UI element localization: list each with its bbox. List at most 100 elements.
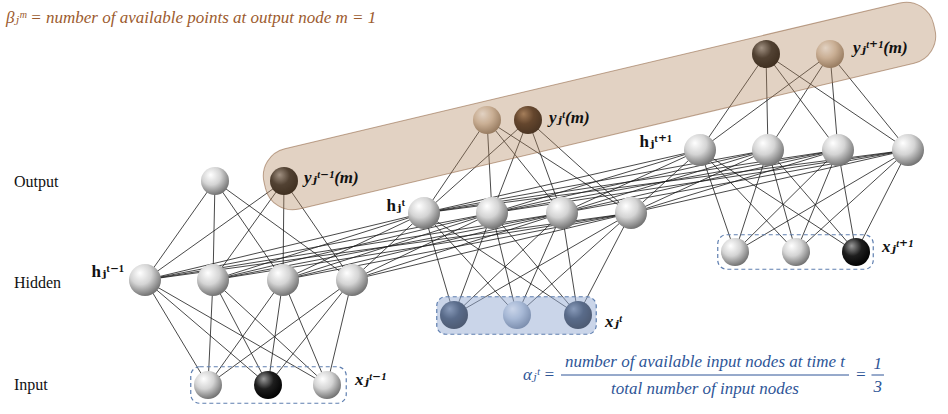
weight-line (145, 280, 268, 385)
weight-line (208, 280, 352, 385)
hidden-state-label: hⱼᵗ (387, 196, 405, 216)
neuron-sphere (892, 134, 924, 166)
layer-name: Hidden (14, 274, 61, 292)
output-label: yⱼᵗ(m) (549, 108, 590, 128)
weight-line (283, 213, 492, 280)
neuron-sphere (822, 134, 854, 166)
dashed-box (718, 235, 874, 270)
weight-line (145, 213, 492, 280)
layer-name: Input (14, 376, 48, 394)
fraction-denominator: total number of input nodes (611, 379, 799, 399)
formula-note: βⱼᵐ = number of available points at outp… (6, 8, 376, 28)
neuron-sphere (194, 371, 222, 399)
input-label: xⱼᵗ (605, 312, 622, 332)
layer-name: Input (14, 376, 48, 394)
weight-line (796, 150, 838, 252)
weight-line (700, 150, 856, 252)
fraction-bar (561, 375, 849, 376)
input-label: xⱼᵗ⁻¹ (355, 370, 386, 390)
weight-line (208, 280, 283, 385)
fraction-numerator: number of available input nodes at time … (565, 352, 845, 372)
output-label: yⱼᵗ⁺¹(m) (853, 38, 908, 58)
weight-line (213, 280, 327, 385)
weight-line (145, 280, 327, 385)
formula-symbol: αⱼᵗ = (523, 365, 555, 385)
hidden-state-label: hⱼᵗ⁺¹ (640, 132, 672, 152)
equals-sign: = (855, 365, 866, 385)
fraction-denominator: total number of input nodes (611, 379, 799, 399)
neuron-sphere (201, 167, 229, 195)
neuron-sphere (197, 264, 229, 296)
weight-line (492, 150, 838, 213)
fraction-denominator: 3 (873, 377, 882, 397)
weight-line (735, 150, 838, 252)
fraction-numerator: 1 (873, 354, 882, 374)
layer-name: Hidden (14, 274, 61, 292)
weight-line (768, 150, 856, 252)
neuron-sphere (615, 197, 647, 229)
fraction-denominator: 3 (873, 377, 882, 397)
neuron-sphere (842, 238, 870, 266)
fraction-bar (871, 375, 884, 376)
dashed-box (191, 367, 347, 404)
output-label: yⱼᵗ⁻¹(m) (304, 168, 359, 188)
formula-symbol: αⱼᵗ = (523, 365, 555, 385)
weight-line (492, 150, 700, 213)
weight-line (145, 280, 208, 385)
formula-note: βⱼᵐ = number of available points at outp… (6, 8, 376, 28)
neuron-sphere (408, 197, 440, 229)
input-label: xⱼᵗ⁻¹ (355, 370, 386, 390)
neuron-sphere (476, 197, 508, 229)
output-label: yⱼᵗ⁺¹(m) (853, 38, 908, 58)
neuron-sphere (267, 264, 299, 296)
weight-line (796, 150, 908, 252)
weight-line (631, 150, 838, 213)
neuron-sphere (721, 238, 749, 266)
neuron-sphere (546, 197, 578, 229)
weight-line (283, 280, 327, 385)
neuron-sphere (129, 264, 161, 296)
input-label: xⱼᵗ (605, 312, 622, 332)
neuron-sphere (254, 371, 282, 399)
band-shape (258, 0, 942, 216)
weight-line (735, 150, 768, 252)
hidden-state-label: hⱼᵗ⁻¹ (92, 262, 124, 282)
fraction-bars (561, 375, 884, 376)
weight-line (856, 150, 908, 252)
hidden-state-label: hⱼᵗ (387, 196, 405, 216)
fraction-numerator: number of available input nodes at time … (565, 352, 845, 372)
weight-line (283, 213, 631, 280)
weight-line (352, 213, 562, 280)
dashed-outline (717, 234, 874, 270)
weight-line (735, 150, 908, 252)
weight-line (700, 150, 735, 252)
weight-line (327, 280, 352, 385)
equals-sign: = (855, 365, 866, 385)
weight-line (562, 150, 908, 213)
neuron-sphere (336, 264, 368, 296)
dashed-outline (436, 296, 597, 335)
input-group: xⱼᵗ⁺¹ (717, 234, 874, 270)
dashed-outline (190, 366, 347, 404)
weight-line (213, 280, 268, 385)
neuron-sphere (684, 134, 716, 166)
layer-name: Output (14, 173, 58, 191)
input-group: xⱼᵗ (436, 296, 597, 335)
neuron-sphere (313, 371, 341, 399)
hidden-state-label: hⱼᵗ⁺¹ (640, 132, 672, 152)
neuron-sphere (752, 134, 784, 166)
layer-name: Output (14, 173, 58, 191)
output-label: yⱼᵗ(m) (549, 108, 590, 128)
neuron-sphere (782, 238, 810, 266)
output-label: yⱼᵗ⁻¹(m) (304, 168, 359, 188)
hidden-state-label: hⱼᵗ⁻¹ (92, 262, 124, 282)
fraction-numerator: 1 (873, 354, 882, 374)
output-band: yⱼᵗ⁻¹(m) yⱼᵗ(m) yⱼᵗ⁺¹(m) (250, 0, 948, 225)
band-outline (250, 0, 948, 225)
dashed-box (437, 297, 597, 335)
input-label: xⱼᵗ⁺¹ (882, 237, 913, 257)
input-label: xⱼᵗ⁺¹ (882, 237, 913, 257)
input-group: xⱼᵗ⁻¹ (190, 366, 347, 404)
weight-line (145, 181, 215, 280)
